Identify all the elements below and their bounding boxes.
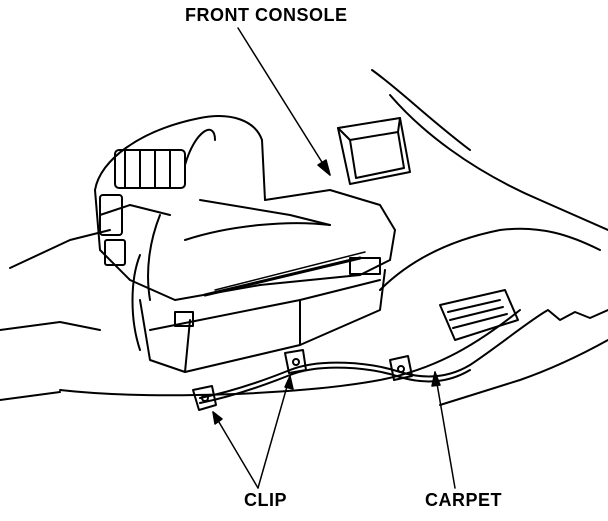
floor-duct <box>439 289 519 341</box>
leader-clip-right <box>257 375 294 489</box>
clip-left <box>192 385 217 411</box>
leader-front-console <box>237 27 331 176</box>
leader-clip-left <box>212 411 259 489</box>
clip-middle <box>284 349 307 374</box>
front-console-label: FRONT CONSOLE <box>185 5 348 25</box>
clip-label: CLIP <box>244 490 288 510</box>
floor-outline <box>0 69 608 406</box>
clip-right <box>389 355 413 381</box>
front-console <box>94 115 396 373</box>
leader-carpet <box>431 371 456 489</box>
carpet-label: CARPET <box>425 490 503 510</box>
rear-vent <box>337 117 411 185</box>
